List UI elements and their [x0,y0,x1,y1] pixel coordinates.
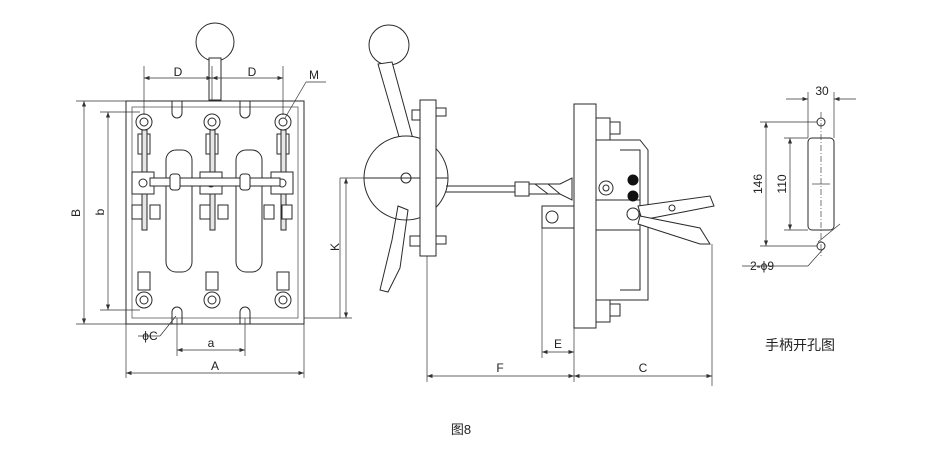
side-handle [368,24,417,293]
cutout-dim-holes: 2-ϕ9 [750,259,774,273]
label-F: F [496,361,503,375]
cutout-dim-width: 30 [815,84,829,98]
cutout-dim-inner: 110 [775,174,789,193]
label-D-right: D [248,65,257,79]
base-plate [125,100,305,325]
front-view: D D M B b ϕC a A [69,22,326,378]
side-dimensions [304,178,713,386]
label-C: C [639,361,648,375]
cutout-dim-outer: 146 [751,174,765,194]
top-lugs [171,101,251,119]
front-handle [195,22,235,101]
label-B: B [69,209,83,217]
label-K: K [328,243,342,251]
pole-3 [263,113,294,309]
pole-1 [131,113,161,309]
label-a: a [208,336,215,350]
label-D-left: D [174,65,183,79]
label-A: A [211,359,219,373]
label-E: E [554,337,562,351]
bottom-lugs [171,306,251,324]
front-dimensions [76,66,326,378]
label-b: b [93,208,107,215]
label-phiC: ϕC [142,329,158,343]
handle-cutout-view [742,92,856,267]
figure-caption: 图8 [451,422,471,437]
label-M: M [309,68,319,82]
side-view: K F E C [304,24,715,386]
cutout-title: 手柄开孔图 [765,337,835,353]
pole-2 [199,113,229,309]
